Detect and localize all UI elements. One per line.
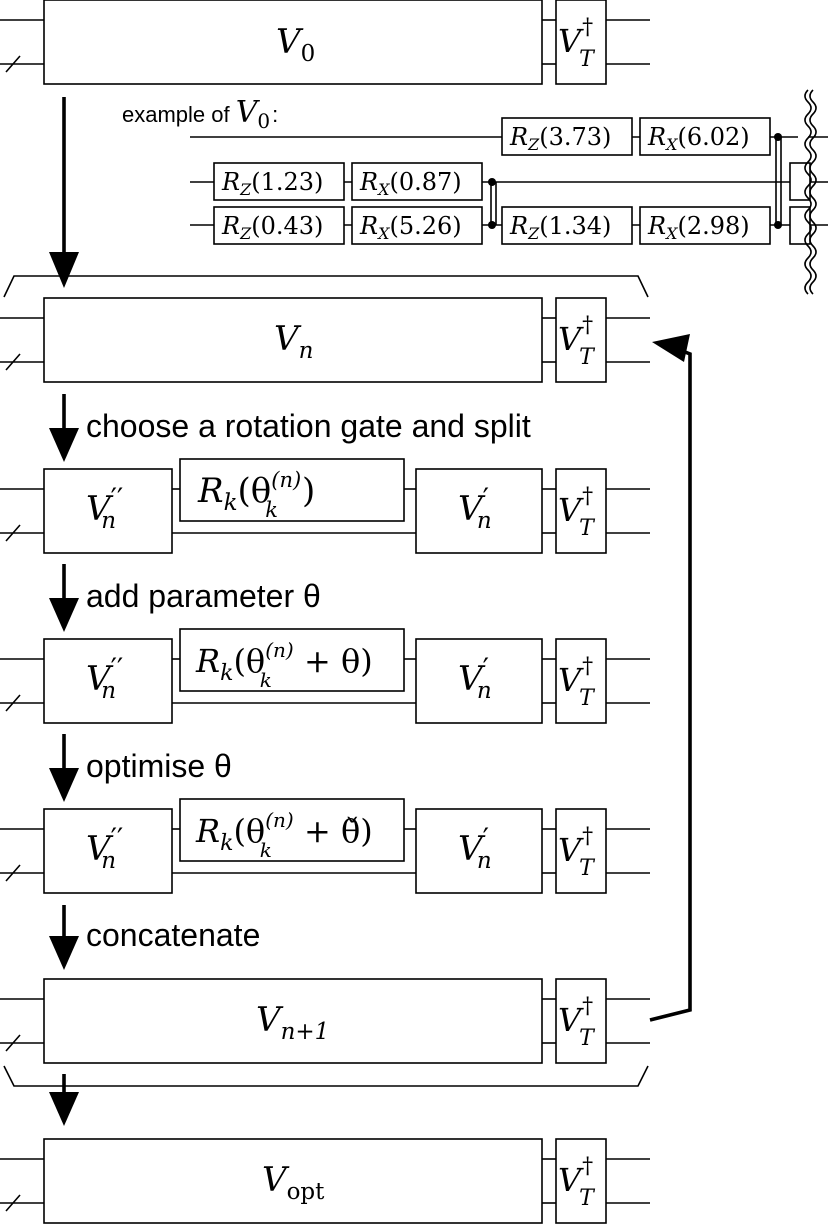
vn-prime-label: V′n [458, 822, 492, 874]
vt-label: V†T [558, 994, 596, 1051]
vt-label: V†T [558, 484, 596, 541]
vn-prime-label: V′n [458, 652, 492, 704]
arrow-to-vopt [49, 1074, 79, 1126]
example-gate-2: RX(6.02) [647, 123, 750, 154]
row-split-1: V′′n Rk(θ(n)k) V′n V†T [0, 458, 650, 554]
vn-prime-block [415, 468, 543, 554]
example-gate-8: RX(2.98) [647, 212, 750, 243]
vt-label: V†T [558, 313, 596, 370]
vn-double-prime-label: V′′n [86, 652, 123, 704]
step-label-concatenate: concatenate [86, 917, 260, 953]
vn1-label: Vn+1 [256, 1000, 329, 1045]
vt-dagger-box [555, 808, 607, 894]
vn-double-prime-label: V′′n [86, 822, 123, 874]
step-label-add: add parameter θ [86, 578, 321, 614]
example-gate-4: RX(0.87) [359, 168, 462, 199]
vn-prime-block [415, 638, 543, 724]
vt-label: V†T [558, 1154, 596, 1211]
arrow-v0-to-loop [49, 97, 79, 288]
vt-dagger-box [555, 638, 607, 724]
vt-dagger-box [555, 297, 607, 383]
vt-label: V†T [558, 15, 596, 72]
vn-prime-block [415, 808, 543, 894]
row-split-2: V′′n Rk(θ(n)k + θ) V′n V†T [0, 628, 650, 724]
row-split-3: V′′n Rk(θ(n)k + θ̌) V′n V†T [0, 798, 650, 894]
rotation-gate-label: Rk(θ(n)k) [197, 468, 315, 522]
step-arrow-concatenate: concatenate [49, 905, 260, 970]
vn-block [43, 297, 543, 383]
vopt-block [43, 1138, 543, 1224]
example-label: example of V0: [122, 95, 278, 133]
rotation-gate-box [179, 798, 405, 862]
v0-block [43, 0, 543, 85]
example-gate-3: RZ(1.23) [221, 168, 323, 199]
vt-dagger-box [555, 978, 607, 1064]
vt-dagger-box [555, 0, 607, 85]
row-vn: Vn V†T [0, 297, 650, 383]
step-arrow-choose: choose a rotation gate and split [49, 394, 531, 462]
step-label-choose: choose a rotation gate and split [86, 408, 531, 444]
vn-double-prime-label: V′′n [86, 482, 123, 534]
vt-dagger-box [555, 468, 607, 554]
row-v0: V0 V†T [0, 0, 650, 85]
step-arrow-optimise: optimise θ [49, 734, 232, 802]
vn-double-prime-block [43, 808, 173, 894]
vt-label: V†T [558, 654, 596, 711]
vn-double-prime-block [43, 638, 173, 724]
step-arrow-add: add parameter θ [49, 564, 321, 632]
example-gate-6: RX(5.26) [359, 212, 462, 243]
rotation-gate-box [179, 628, 405, 692]
rotation-gate-label: Rk(θ(n)k + θ) [195, 638, 373, 692]
vn-label: Vn [274, 319, 313, 364]
vt-label: V†T [558, 824, 596, 881]
step-label-optimise: optimise θ [86, 748, 232, 784]
example-gate-7: RZ(1.34) [509, 212, 611, 243]
loop-bracket [3, 275, 649, 1087]
loop-back-arrow [649, 334, 692, 1022]
example-circuit: example of V0: RZ(3.73) RX(6.02) RZ(1.23… [122, 89, 828, 295]
vn-prime-label: V′n [458, 482, 492, 534]
vn1-block [43, 978, 543, 1064]
row-vn1: Vn+1 V†T [0, 978, 650, 1064]
v0-label: V0 [276, 22, 315, 67]
example-gate-5: RZ(0.43) [221, 212, 323, 243]
vn-double-prime-block [43, 468, 173, 554]
rotation-gate-label: Rk(θ(n)k + θ̌) [195, 808, 373, 862]
vt-dagger-box [555, 1138, 607, 1224]
row-vopt: Vopt V†T [0, 1138, 650, 1224]
rotation-gate-box [179, 458, 405, 522]
example-gate-1: RZ(3.73) [509, 123, 611, 154]
vopt-label: Vopt [262, 1160, 325, 1205]
